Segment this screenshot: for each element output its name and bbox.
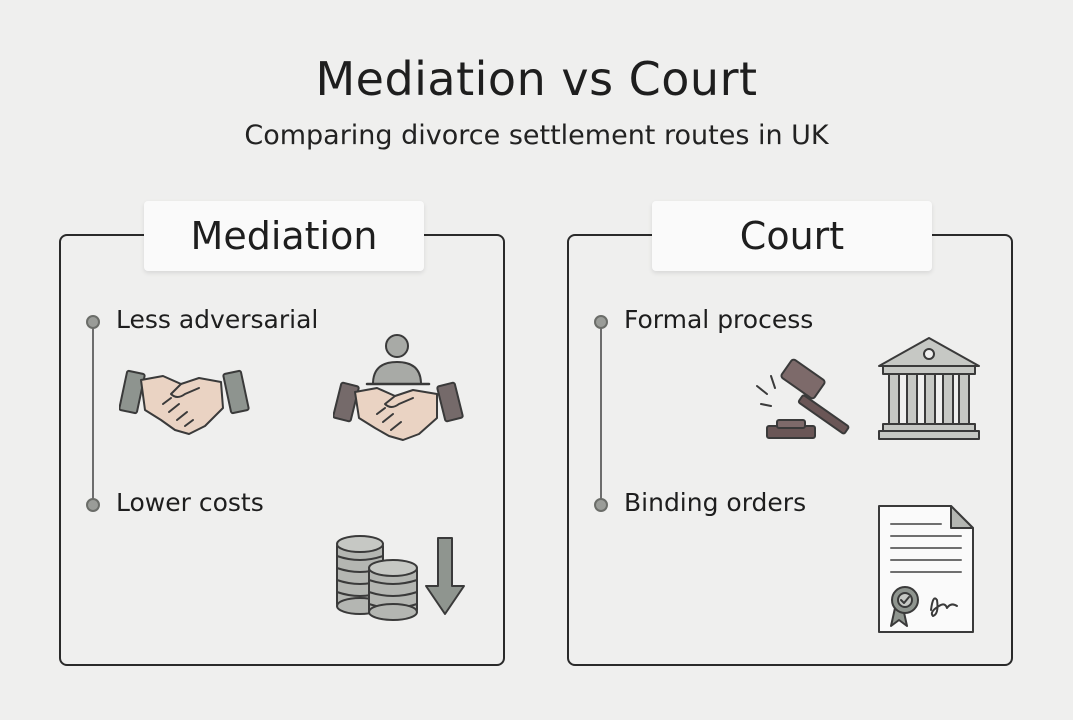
mediation-header: Mediation (144, 201, 424, 271)
mediation-timeline (92, 322, 94, 505)
court-timeline (600, 322, 602, 505)
bullet-dot (594, 498, 608, 512)
gavel-icon (756, 358, 850, 439)
certificate-document-icon (878, 505, 974, 633)
page-subtitle: Comparing divorce settlement routes in U… (244, 120, 829, 151)
point-formal-process: Formal process (624, 305, 814, 334)
point-less-adversarial: Less adversarial (116, 305, 319, 334)
mediation-panel: Mediation Less adversarial Lower costs (59, 201, 505, 666)
handshake-icon (119, 369, 250, 435)
point-lower-costs: Lower costs (116, 488, 264, 517)
mediator-handshake-icon (333, 334, 464, 441)
court-header: Court (652, 201, 932, 271)
courthouse-icon (878, 337, 980, 440)
coin-stacks-icon (336, 535, 418, 621)
bullet-dot (86, 315, 100, 329)
down-arrow-icon (425, 537, 465, 615)
point-binding-orders: Binding orders (624, 488, 807, 517)
page-title: Mediation vs Court (315, 52, 758, 106)
bullet-dot (86, 498, 100, 512)
bullet-dot (594, 315, 608, 329)
court-panel: Court Formal process Binding orders (567, 201, 1013, 666)
